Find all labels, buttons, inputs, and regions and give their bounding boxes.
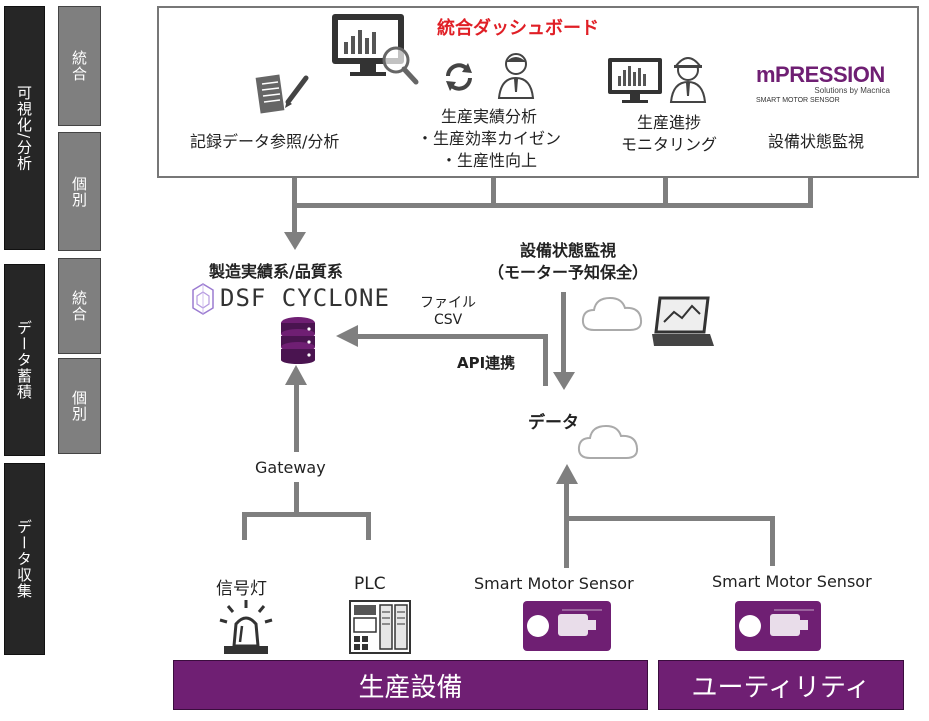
layer-collect-label: データ収集	[15, 519, 33, 599]
document-pen-icon	[255, 74, 309, 114]
connector-sensor-vertical	[564, 482, 569, 568]
connector-gateway-down	[294, 482, 299, 514]
link-api-label: API連携	[457, 354, 516, 372]
dashboard-item-progress: 生産進捗 モニタリング	[620, 113, 717, 154]
gateway-label: Gateway	[255, 458, 326, 477]
sublayer-visualize-integrated: 統合	[58, 6, 101, 126]
cloud-icon-top	[581, 296, 643, 331]
mpression-logo: mPRESSION Solutions by Macnica SMART MOT…	[756, 64, 896, 110]
laptop-chart-icon	[652, 296, 714, 346]
dashboard-item-record: 記録データ参照/分析	[190, 132, 340, 151]
mpression-logo-tagline: Solutions by Macnica	[814, 86, 890, 95]
plc-icon	[349, 600, 411, 654]
link-csv-label: CSV	[434, 312, 463, 328]
connector-drop-4	[808, 178, 813, 208]
dashboard-title: 統合ダッシュボード	[437, 18, 599, 39]
connector-drop-3	[663, 178, 668, 208]
sublayer-visualize-individual: 個別	[58, 132, 101, 251]
connector-sensor2-vertical	[770, 516, 775, 566]
connector-gateway-left	[242, 512, 247, 540]
helmet-worker-icon	[669, 57, 707, 103]
smart-motor-sensor-icon-2	[735, 601, 821, 651]
dashboard-item-equipment: 設備状態監視	[768, 132, 865, 151]
mpression-logo-brand: mPRESSION	[756, 62, 885, 87]
device-signal-label: 信号灯	[216, 579, 267, 599]
arrow-down-data	[553, 372, 575, 390]
dashboard-item-production: 生産実績分析 ・生産効率カイゼン ・生産性向上	[416, 107, 561, 170]
device-plc-label: PLC	[354, 574, 386, 594]
mpression-logo-sub: SMART MOTOR SENSOR	[756, 97, 840, 104]
cloud-icon-data	[577, 424, 639, 459]
connector-gateway-up	[294, 384, 299, 452]
database-icon	[281, 317, 315, 364]
dsf-cube-icon	[192, 283, 214, 315]
smart-motor-sensor-icon-1	[523, 601, 611, 651]
sublayer-storage-integrated: 統合	[58, 258, 101, 354]
arrow-up-gateway	[285, 365, 307, 385]
connector-api-vertical	[543, 334, 548, 386]
data-label: データ	[528, 413, 579, 433]
layer-storage-label: データ蓄積	[15, 320, 33, 400]
connector-api-horizontal	[356, 334, 548, 339]
device-sensor1-label: Smart Motor Sensor	[474, 574, 634, 593]
connector-monitor-down	[561, 292, 566, 374]
production-equipment-bar: 生産設備	[173, 660, 648, 710]
layer-storage: データ蓄積	[4, 264, 45, 456]
sublayer-storage-individual: 個別	[58, 358, 101, 454]
connector-drop-2	[491, 178, 496, 208]
signal-light-icon	[219, 600, 273, 654]
connector-sensor-horizontal	[564, 516, 775, 521]
layer-collect: データ収集	[4, 463, 45, 655]
connector-horizontal	[292, 203, 813, 208]
layer-visualize: 可視化/分析	[4, 6, 45, 250]
connector-gateway-right	[366, 512, 371, 540]
arrow-up-data	[556, 464, 578, 484]
dsf-heading: 製造実績系/品質系	[209, 262, 343, 281]
arrow-down-dsf	[284, 232, 306, 250]
layer-visualize-label: 可視化/分析	[15, 84, 33, 172]
monitor-heading: 設備状態監視 （モーター予知保全）	[487, 241, 648, 282]
worker-icon	[497, 53, 535, 99]
utility-bar: ユーティリティ	[658, 660, 904, 710]
link-file-label: ファイル	[420, 295, 476, 311]
device-sensor2-label: Smart Motor Sensor	[712, 572, 872, 591]
progress-monitor-icon	[608, 58, 662, 103]
dashboard-box	[157, 6, 919, 178]
dsf-logo-text: DSF CYCLONE	[220, 284, 390, 312]
connector-gateway-horizontal	[242, 512, 371, 517]
cycle-icon	[446, 63, 472, 91]
arrow-left-api	[336, 325, 358, 347]
dashboard-monitor-icon	[332, 14, 419, 85]
